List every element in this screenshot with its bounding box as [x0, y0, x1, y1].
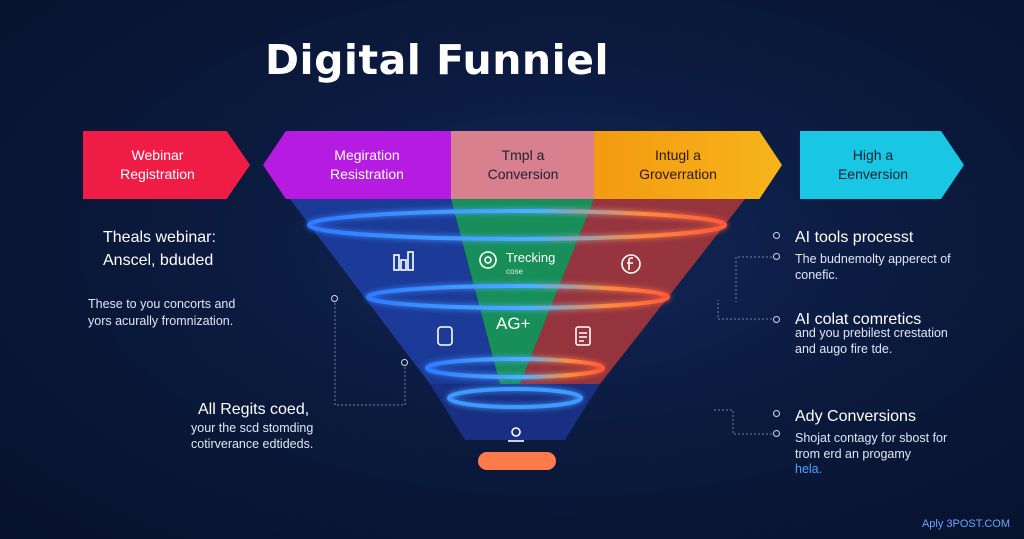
- document-icon: [575, 326, 591, 346]
- stage-label-line2: Registration: [120, 166, 195, 182]
- left-note-body-1: These to you concorts and: [88, 297, 236, 311]
- connector-right-1: [735, 256, 780, 302]
- funnel-label-tracking-sub: cose: [506, 267, 523, 276]
- funnel-middle-section: [451, 199, 594, 384]
- right-note-3-body-3: hela.: [795, 462, 823, 476]
- stage-intugl-groverration: Intugl a Groverration: [594, 131, 782, 199]
- stage-label-line1: Intugl a: [655, 147, 701, 163]
- right-note-3-heading: Ady Conversions: [795, 408, 916, 425]
- connector-dot: [401, 359, 408, 366]
- funnel-base: [478, 452, 556, 470]
- stage-label-line2: Eenversion: [837, 166, 909, 182]
- right-note-2-body-1: and you prebilest crestation: [795, 326, 948, 340]
- stage-tmpl-conversion: Tmpl a Conversion: [451, 131, 595, 199]
- right-note-2-body-2: and augo fire tde.: [795, 342, 893, 356]
- stage-label-line2: Resistration: [330, 166, 404, 182]
- left-footnote-heading: All Regits coed,: [198, 401, 310, 418]
- stage-label-line1: Webinar: [131, 147, 184, 163]
- right-note-2-heading: AI colat comretics: [795, 311, 922, 328]
- funnel-ring-top: [307, 209, 727, 241]
- right-note-1-body-1: The budnemolty apperect of: [795, 252, 951, 266]
- left-note-heading-1: Theals webinar:: [103, 229, 216, 246]
- page-title: Digital Funniel: [265, 36, 610, 84]
- stage-label-line1: High a: [852, 147, 894, 163]
- connector-dot: [773, 316, 780, 323]
- connector-dot: [773, 232, 780, 239]
- right-note-1-body-2: conefic.: [795, 268, 839, 282]
- stage-high-eenversion: High a Eenversion: [800, 131, 964, 199]
- funnel-label-ag: AG+: [496, 314, 531, 333]
- connector-left-2: [335, 363, 406, 406]
- right-note-3-body-2: trom erd an progamy: [795, 447, 912, 461]
- funnel-ring-bottom: [447, 387, 583, 409]
- stage-label-line1: Tmpl a: [501, 147, 545, 163]
- left-footnote-body-1: your the scd stomding: [191, 421, 314, 435]
- funnel-ring-upper: [366, 284, 670, 310]
- right-note-1-heading: AI tools processt: [795, 229, 914, 246]
- facebook-icon: [621, 254, 641, 274]
- connector-dot: [331, 295, 338, 302]
- left-note-heading-2: Anscel, bduded: [103, 252, 214, 269]
- stage-label-line1: Megiration: [334, 147, 400, 163]
- funnel-label-tracking: Trecking: [506, 250, 555, 265]
- connector-dot: [773, 253, 780, 260]
- connector-right-3: [712, 409, 780, 435]
- connector-right-2: [717, 300, 780, 320]
- funnel-neck: [430, 384, 600, 440]
- watermark: Aply 3POST.COM: [921, 518, 1010, 530]
- stage-label-line2: Conversion: [487, 166, 559, 182]
- stage-label-line2: Groverration: [639, 166, 717, 182]
- funnel-ring-lower: [425, 357, 605, 379]
- left-footnote-body-2: cotirverance edtideds.: [191, 437, 314, 451]
- connector-dot: [773, 430, 780, 437]
- connector-dot: [773, 410, 780, 417]
- left-note-body-2: yors acurally fromnization.: [88, 314, 234, 328]
- chart-icon: [393, 251, 414, 271]
- location-icon: [508, 427, 524, 442]
- right-note-3-body-1: Shojat contagy for sbost for: [795, 431, 948, 445]
- phone-icon: [437, 326, 453, 346]
- tracking-icon: [479, 251, 497, 269]
